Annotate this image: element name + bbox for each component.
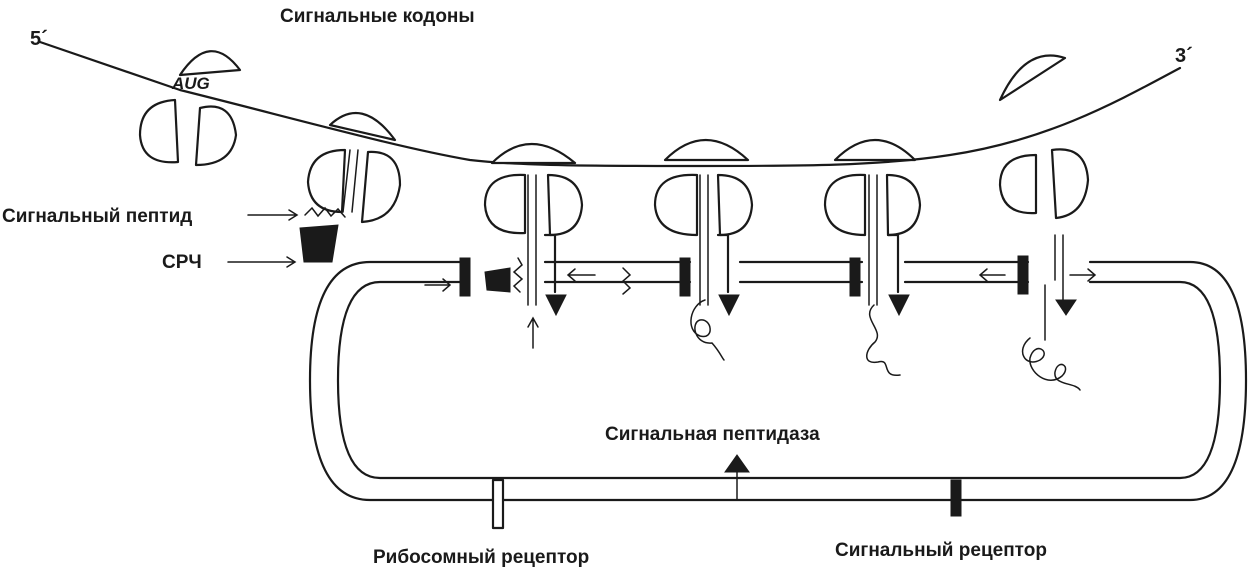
mrna-strand [38,40,1182,168]
signal-peptide-arrow [247,209,299,221]
signal-peptidase-label: Сигнальная пептидаза [605,424,820,445]
five-prime-label: 5´ [30,28,48,50]
er-membrane-segment-1 [543,260,692,284]
signal-codons-label: Сигнальные кодоны [280,6,475,27]
ribosome-receptor-marker [491,478,505,530]
signal-receptor-marker [950,479,962,517]
signal-peptide-zigzag [304,206,346,218]
srp-label: СРЧ [162,252,202,273]
srp-released [484,267,511,293]
er-membrane-segment-2 [738,260,864,284]
er-membrane-segment-3 [903,260,1030,284]
ribosome-translocating-1 [653,139,754,361]
srp-arrow [227,256,297,268]
er-membrane-outer [308,260,1248,502]
signal-peptide-label: Сигнальный пептид [2,206,192,227]
ribosome-receptor-label: Рибосомный рецептор [373,547,589,568]
three-prime-label: 3´ [1175,45,1193,67]
ribosome-free [138,50,242,167]
ribosome-released [978,54,1097,391]
signal-receptor-label: Сигнальный рецептор [835,540,1047,561]
ribosome-docking [424,143,632,349]
signal-peptidase-marker [724,454,750,501]
er-membrane-inner [336,280,1222,480]
aug-label: AUG [171,74,210,93]
ribosome-with-srp [299,111,402,263]
ribosome-translocating-2 [823,139,922,376]
srp-particle [299,224,339,263]
